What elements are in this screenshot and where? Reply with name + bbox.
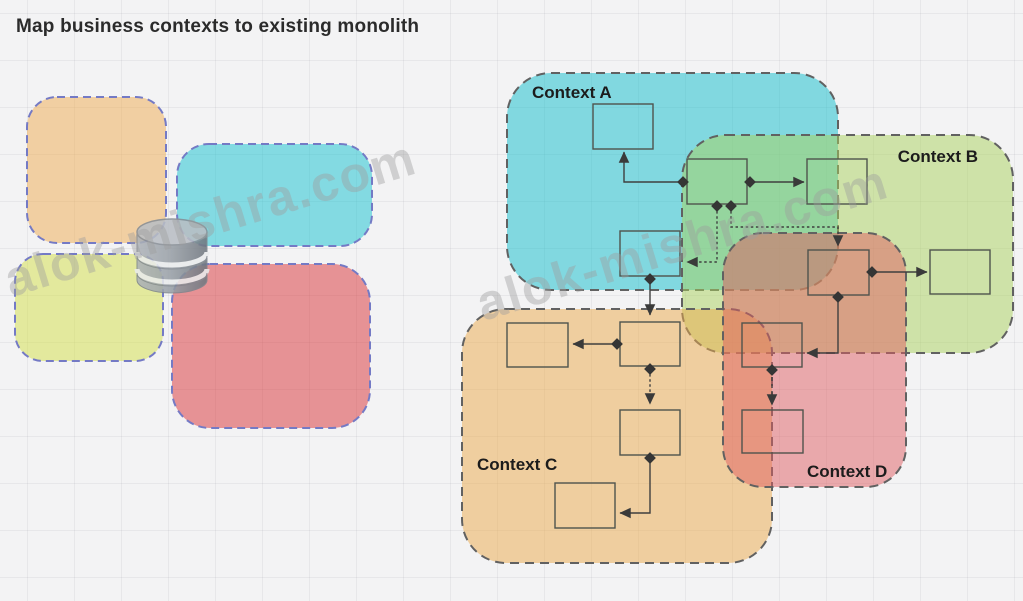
page-title: Map business contexts to existing monoli…: [16, 16, 420, 37]
monolith-cyan-block[interactable]: [176, 143, 373, 247]
context-b-label: Context B: [898, 147, 978, 166]
edge-ab-bd[interactable]: [725, 200, 844, 247]
edge-ab-a1[interactable]: [618, 151, 689, 188]
monolith-yellow-block[interactable]: [14, 253, 164, 362]
context-d-region[interactable]: [722, 232, 907, 488]
context-c-region[interactable]: [461, 308, 773, 564]
context-c-label: Context C: [477, 455, 557, 474]
monolith-cluster: [14, 96, 373, 429]
module-box-b2[interactable]: [929, 249, 991, 295]
edge-c3-c4[interactable]: [619, 452, 656, 519]
monolith-red-block[interactable]: [171, 263, 371, 429]
monolith-orange-block[interactable]: [26, 96, 167, 244]
database-cylinder-icon[interactable]: [134, 218, 210, 294]
module-box-c1[interactable]: [506, 322, 569, 368]
module-box-c4[interactable]: [554, 482, 616, 529]
context-a-label: Context A: [532, 83, 612, 102]
module-box-a1[interactable]: [592, 103, 654, 150]
module-box-cd2[interactable]: [741, 409, 804, 454]
edge-bd-cd1[interactable]: [806, 291, 844, 359]
context-d-label: Context D: [807, 462, 887, 481]
